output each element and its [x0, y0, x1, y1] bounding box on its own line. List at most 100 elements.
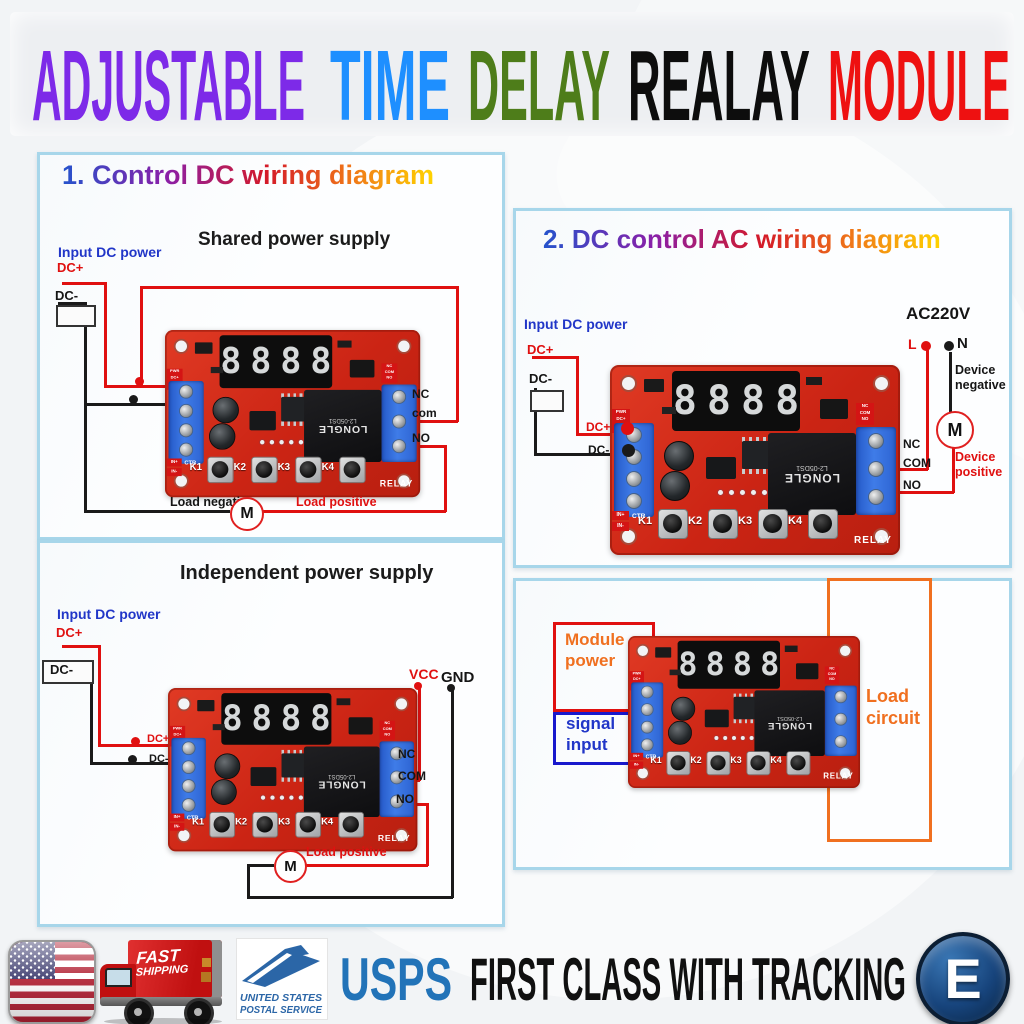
truck-cargo-box: [128, 940, 222, 998]
relay-brand: LONGLE: [784, 470, 840, 485]
silkscreen-relay-pins: NC COM NO: [824, 666, 840, 684]
via-hole: [278, 439, 285, 446]
panel3-label-gnd: GND: [441, 669, 475, 686]
terminal-screw: [181, 760, 196, 774]
panel3-label-no: NO: [396, 792, 414, 806]
banner-word-time: TIME: [330, 30, 450, 136]
via-hole: [748, 735, 755, 741]
tactile-button-k1: [663, 514, 682, 533]
via-hole: [722, 735, 728, 741]
seven-segment-display: 8888: [677, 640, 780, 689]
ic-chip: [706, 457, 736, 479]
button-label: K2: [690, 756, 702, 766]
terminal-screw: [179, 442, 194, 457]
ic-chip: [704, 709, 729, 728]
silkscreen-in-minus: IN-: [169, 823, 185, 831]
smd-component: [806, 377, 822, 385]
shipping-headline: USPS FIRST CLASS WITH TRACKING: [330, 946, 916, 1013]
package-icon: [202, 958, 211, 967]
mounting-hole: [838, 644, 852, 658]
tracking-text: FIRST CLASS WITH TRACKING: [470, 946, 906, 1012]
diode: [669, 669, 681, 676]
capacitor: [664, 441, 694, 471]
usps-logo-line2: POSTAL SERVICE: [240, 1005, 322, 1016]
smd-component: [337, 340, 352, 348]
usps-logo: UNITED STATES POSTAL SERVICE: [236, 938, 328, 1020]
silkscreen-relay-pins: NC COM NO: [856, 403, 874, 425]
wire: [84, 403, 188, 406]
capacitor: [671, 696, 696, 721]
junction-dot: [447, 684, 455, 692]
seven-segment-display: 8888: [219, 335, 333, 389]
ic-chip: [249, 410, 276, 431]
optocoupler: [796, 663, 819, 680]
panel3-label-dc-minus-terminal: DC-: [149, 753, 169, 765]
terminal-screw: [640, 685, 654, 699]
truck-shadow: [104, 1018, 222, 1024]
panel3-label-vcc: VCC: [409, 666, 439, 682]
panel1-label-input-dc-power: Input DC power: [58, 244, 162, 260]
silkscreen-relay-label: RELAY: [854, 535, 892, 546]
panel4-label-signal-input: signal input: [566, 714, 616, 754]
panel2-label-dc-plus: DC+: [527, 342, 554, 357]
mounting-hole: [396, 338, 412, 354]
terminal-screw: [179, 384, 194, 399]
junction-dot: [130, 736, 140, 746]
silkscreen-in-plus: IN+: [629, 752, 644, 760]
wire: [58, 302, 86, 305]
silkscreen-in-minus: IN-: [166, 468, 182, 477]
panel1-motor-symbol: M: [230, 497, 264, 531]
truck-wheel: [124, 998, 154, 1024]
diode: [212, 724, 225, 731]
silkscreen-ctr: CTR: [186, 815, 199, 822]
panel3-label-load-positive: Load positive: [306, 845, 387, 859]
wire: [949, 352, 952, 412]
relay-model: L2-05DS1: [328, 416, 357, 423]
panel2-motor-symbol: M: [936, 411, 974, 449]
silkscreen-relay-pins: NC COM NO: [381, 363, 398, 383]
marketplace-logo: E: [916, 932, 1010, 1024]
flag-gloss: [10, 942, 94, 1022]
via-hole: [713, 735, 720, 741]
display-digits: 8888: [222, 699, 340, 739]
panel2-label-input-dc-power: Input DC power: [524, 316, 628, 332]
wire: [98, 645, 101, 744]
terminal-screw: [181, 779, 196, 793]
seven-segment-display: 8888: [221, 693, 332, 745]
terminal-screw: [181, 798, 196, 812]
terminal-screw: [392, 439, 407, 454]
junction-dot: [127, 754, 137, 764]
button-label: K3: [730, 756, 742, 766]
tactile-button-k4: [342, 816, 359, 833]
capacitor: [212, 396, 239, 424]
panel3-label-dc-plus-terminal: DC+: [147, 733, 170, 745]
capacitor: [214, 753, 241, 780]
button-label: K3: [277, 462, 291, 473]
transistor: [655, 647, 672, 658]
silkscreen-relay-label: RELAY: [379, 479, 414, 490]
wire: [926, 350, 929, 470]
silkscreen-relay-pins: NC COM NO: [379, 720, 396, 740]
panel2-label-device-positive: Device positive: [955, 450, 1003, 480]
banner-word-module: MODULE: [828, 30, 1010, 136]
terminal-screw: [181, 741, 196, 756]
usps-eagle-stripe: [247, 953, 292, 983]
tactile-button-k3: [299, 816, 316, 833]
via-hole: [297, 794, 304, 801]
mounting-hole: [636, 644, 650, 658]
terminal-screw: [868, 489, 884, 505]
mounting-hole: [173, 338, 189, 354]
via-hole: [297, 439, 305, 446]
panel2-label-ac220v: AC220V: [906, 304, 971, 323]
terminal-screw: [640, 738, 654, 752]
silkscreen-ctr: CTR: [184, 460, 197, 467]
via-hole: [761, 489, 768, 496]
wire: [576, 356, 579, 433]
wire: [62, 282, 106, 285]
wire: [302, 864, 428, 867]
